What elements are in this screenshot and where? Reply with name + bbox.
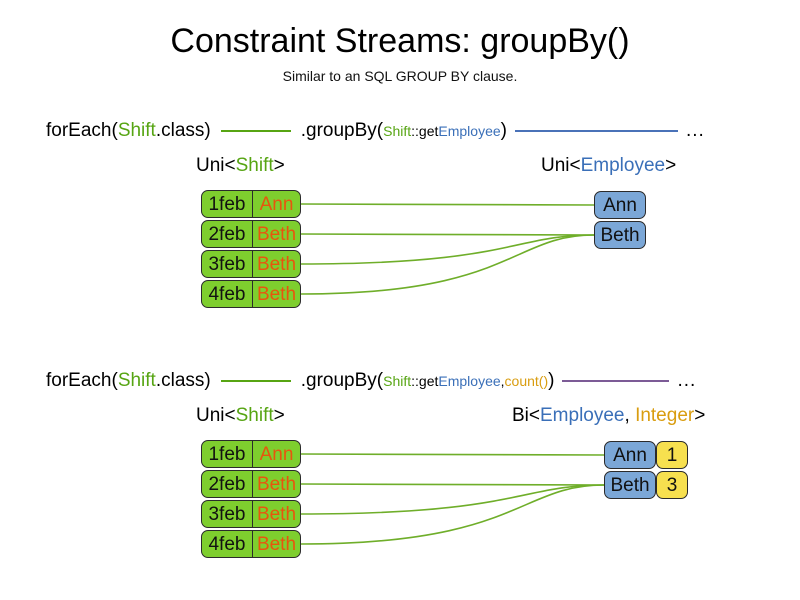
type-prefix: Bi< — [512, 405, 540, 426]
shift-card[interactable]: 1feb Ann — [201, 190, 301, 218]
ref-separator: ::get — [411, 373, 439, 389]
shift-date: 4feb — [202, 531, 253, 557]
group-by-close: ) — [500, 120, 507, 141]
ref-property: Employee — [438, 123, 501, 139]
group-edge — [300, 234, 595, 265]
group-count-card[interactable]: 1 — [656, 441, 688, 469]
shift-card[interactable]: 3feb Beth — [201, 500, 301, 528]
shift-date: 2feb — [202, 471, 253, 497]
ref-owner: Shift — [383, 373, 412, 389]
type-label-left-1: Uni<Shift> — [196, 155, 285, 177]
shift-date: 2feb — [202, 221, 253, 247]
shift-employee: Beth — [256, 533, 297, 555]
connector-purple-2 — [562, 380, 670, 382]
type-suffix: > — [694, 405, 706, 426]
argument-separator: , — [500, 373, 505, 389]
group-by-close: ) — [548, 370, 555, 391]
code-line-groupby-single: forEach(Shift.class) .groupBy(Shift::get… — [46, 118, 705, 144]
type-param-2: Integer — [635, 405, 695, 426]
shift-employee: Beth — [256, 223, 297, 245]
type-param-separator: , — [624, 405, 636, 426]
shift-date: 4feb — [202, 281, 253, 307]
group-by-open: .groupBy( — [300, 370, 384, 391]
type-param: Employee — [540, 405, 625, 426]
group-edge — [300, 453, 605, 456]
shift-employee: Beth — [256, 503, 297, 525]
ellipsis-2: ... — [677, 370, 697, 391]
group-edge — [300, 484, 605, 545]
connector-blue-1 — [514, 130, 678, 132]
group-count: 3 — [666, 474, 678, 496]
shift-card[interactable]: 1feb Ann — [201, 440, 301, 468]
for-each-type: Shift — [117, 370, 156, 391]
group-edge — [300, 484, 605, 515]
connector-green-2 — [220, 380, 291, 382]
group-count-card[interactable]: 3 — [656, 471, 688, 499]
group-employee: Beth — [610, 474, 650, 496]
group-by-open: .groupBy( — [300, 120, 384, 141]
shift-date: 3feb — [202, 251, 253, 277]
group-card[interactable]: Beth — [594, 221, 646, 249]
type-suffix: > — [273, 155, 285, 176]
for-each-open: forEach( — [46, 120, 118, 141]
shift-employee: Beth — [256, 473, 297, 495]
shift-card[interactable]: 4feb Beth — [201, 280, 301, 308]
group-edge — [300, 483, 605, 486]
type-label-right-1: Uni<Employee> — [541, 155, 676, 177]
page-subtitle: Similar to an SQL GROUP BY clause. — [282, 68, 518, 84]
group-card[interactable]: Ann — [594, 191, 646, 219]
group-edge — [300, 234, 595, 295]
collector-count: count() — [504, 373, 549, 389]
type-param: Shift — [235, 405, 274, 426]
group-edge — [300, 233, 595, 236]
shift-card[interactable]: 2feb Beth — [201, 220, 301, 248]
type-prefix: Uni< — [196, 405, 236, 426]
shift-date: 3feb — [202, 501, 253, 527]
group-card[interactable]: Beth — [604, 471, 656, 499]
group-employee: Beth — [600, 224, 640, 246]
ellipsis-1: ... — [685, 120, 705, 141]
for-each-close: .class) — [155, 120, 211, 141]
shift-employee: Beth — [256, 283, 297, 305]
shift-employee: Ann — [259, 193, 294, 215]
for-each-type: Shift — [117, 120, 156, 141]
type-prefix: Uni< — [196, 155, 236, 176]
type-suffix: > — [665, 155, 677, 176]
ref-separator: ::get — [411, 123, 439, 139]
type-label-right-2: Bi<Employee, Integer> — [512, 405, 705, 427]
group-card[interactable]: Ann — [604, 441, 656, 469]
type-prefix: Uni< — [541, 155, 581, 176]
shift-date: 1feb — [202, 191, 253, 217]
group-edge — [300, 203, 595, 206]
ref-property: Employee — [438, 373, 501, 389]
shift-card[interactable]: 3feb Beth — [201, 250, 301, 278]
type-param: Employee — [580, 155, 666, 176]
shift-employee: Ann — [259, 443, 294, 465]
ref-owner: Shift — [383, 123, 412, 139]
shift-date: 1feb — [202, 441, 253, 467]
group-employee: Ann — [603, 194, 637, 216]
shift-employee: Beth — [256, 253, 297, 275]
page-title: Constraint Streams: groupBy() — [170, 22, 630, 60]
shift-card[interactable]: 2feb Beth — [201, 470, 301, 498]
for-each-open: forEach( — [46, 370, 118, 391]
code-line-groupby-count: forEach(Shift.class) .groupBy(Shift::get… — [46, 368, 696, 394]
type-label-left-2: Uni<Shift> — [196, 405, 285, 427]
for-each-close: .class) — [155, 370, 211, 391]
group-count: 1 — [666, 444, 678, 466]
group-employee: Ann — [613, 444, 647, 466]
type-param: Shift — [235, 155, 274, 176]
shift-card[interactable]: 4feb Beth — [201, 530, 301, 558]
connector-green-1 — [220, 130, 291, 132]
type-suffix: > — [273, 405, 285, 426]
